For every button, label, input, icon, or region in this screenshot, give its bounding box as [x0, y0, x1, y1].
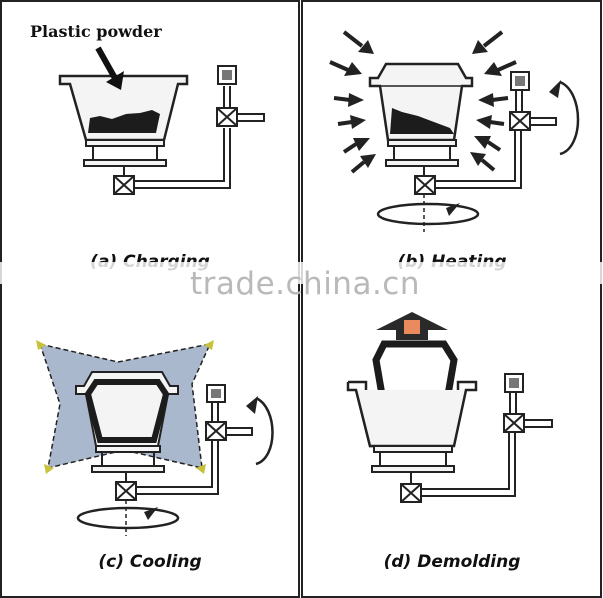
plastic-powder-charge	[88, 110, 160, 133]
panel-heating	[329, 30, 580, 232]
panel-demolding	[346, 312, 553, 503]
rotation-arrow-horizontal	[376, 202, 480, 226]
panel-cooling	[36, 340, 274, 536]
rotation-arrow-vertical	[559, 80, 580, 156]
molten-plastic-charge	[390, 108, 454, 134]
caption-demolding: (d) Demolding	[383, 552, 521, 572]
plastic-powder-label: Plastic powder	[30, 22, 162, 41]
panel-charging	[58, 46, 265, 195]
caption-cooling: (c) Cooling	[98, 552, 202, 572]
watermark-text: trade.china.cn	[190, 266, 420, 302]
watermark-band	[0, 262, 603, 284]
pipe-line	[134, 128, 225, 182]
support-table	[85, 139, 165, 147]
powder-feed-arrow	[95, 46, 119, 82]
heat-arrows	[329, 30, 517, 174]
